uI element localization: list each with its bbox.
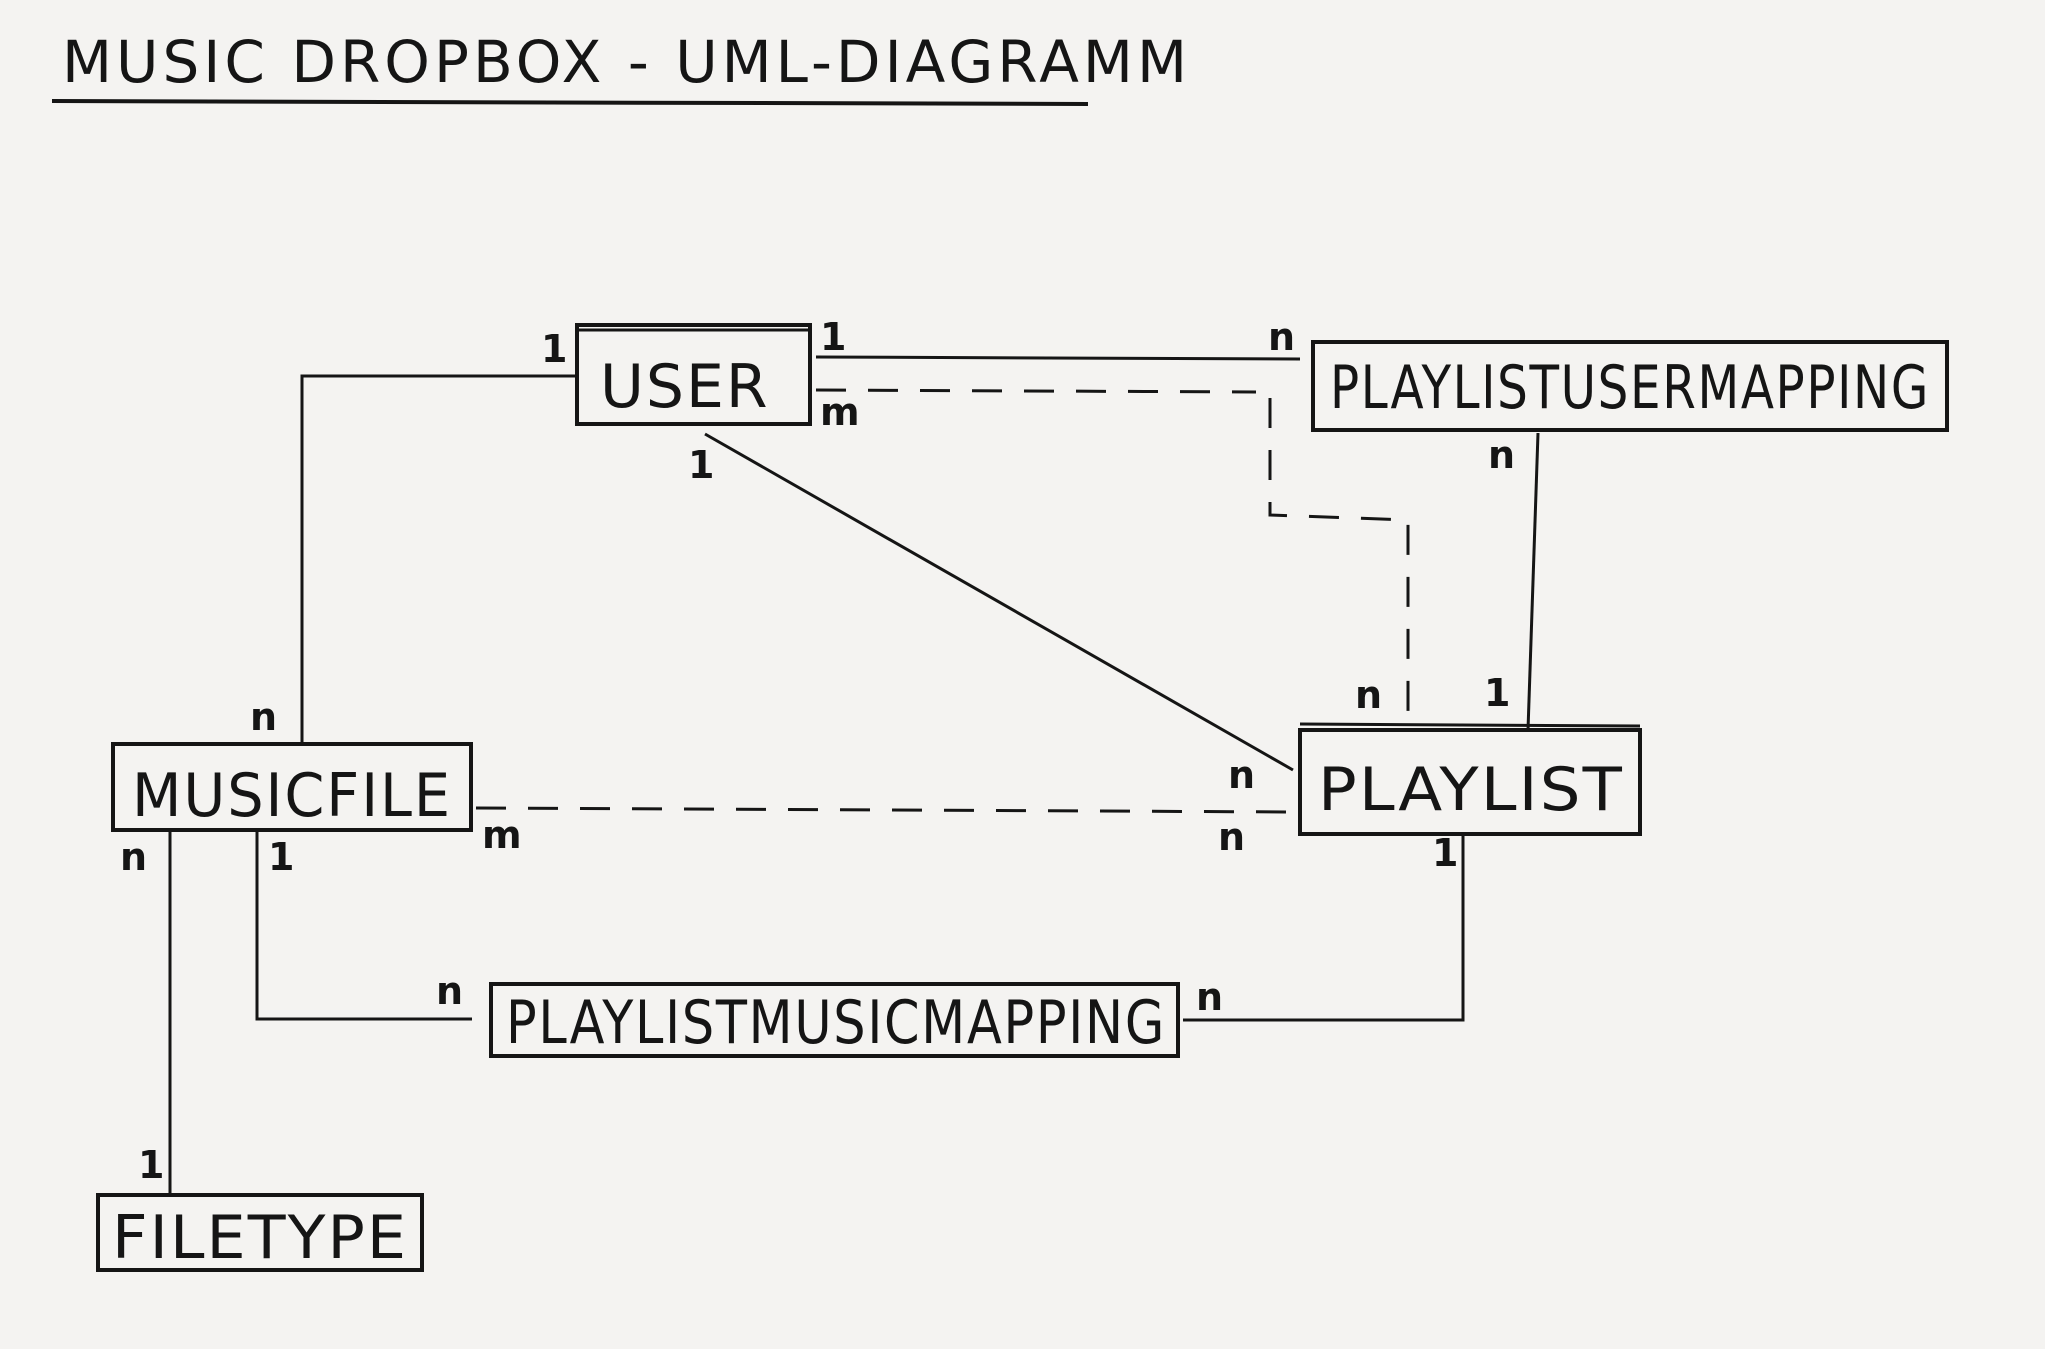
entity-user-box [575, 323, 812, 426]
mult-user-playlistusermapping-from: 1 [820, 315, 848, 359]
entity-user[interactable]: USER [575, 323, 812, 426]
mult-user-playlist-dashed-to: n [1355, 673, 1384, 717]
edge-musicfile-playlistmusicmapping [255, 832, 472, 1021]
mult-user-playlist-to: n [1228, 753, 1257, 797]
edge-playlist-playlistmusicmapping [1183, 834, 1465, 1022]
mult-playlistusermapping-playlist-from: n [1488, 433, 1517, 477]
entity-user-label: USER [600, 352, 770, 422]
entity-playlistmusicmapping-box [489, 982, 1180, 1058]
edge-user-playlistusermapping [815, 355, 1301, 361]
mult-musicfile-playlistmusicmapping-to: n [436, 969, 465, 1013]
entity-playlistmusicmapping[interactable]: PLAYLISTMUSICMAPPING [489, 982, 1180, 1058]
entity-playlist-box [1298, 728, 1642, 836]
mult-musicfile-playlist-to: n [1218, 815, 1247, 859]
edge-user-playlist-dashed-b [1268, 398, 1410, 730]
edge-user-musicfile [300, 374, 577, 744]
edge-musicfile-playlist-dashed [475, 806, 1298, 814]
mult-playlistusermapping-playlist-to: 1 [1484, 671, 1512, 715]
mult-user-playlist-from: 1 [688, 443, 716, 487]
mult-playlist-playlistmusicmapping-from: 1 [1432, 831, 1460, 875]
entity-playlistusermapping[interactable]: PLAYLISTUSERMAPPING [1311, 340, 1949, 432]
entity-filetype-label: FILETYPE [112, 1203, 408, 1273]
entity-playlist-label: PLAYLIST [1318, 755, 1624, 825]
entity-musicfile[interactable]: MUSICFILE [111, 742, 473, 832]
edge-user-playlist-dashed-a [815, 388, 1257, 394]
mult-musicfile-playlistmusicmapping-from: 1 [268, 835, 296, 879]
title-underline [51, 99, 1089, 106]
mult-user-playlist-dashed-from: m [820, 390, 862, 434]
entity-playlistusermapping-box [1311, 340, 1949, 432]
mult-musicfile-playlist-from: m [482, 813, 524, 857]
mult-playlist-playlistmusicmapping-to: n [1196, 975, 1225, 1019]
entity-musicfile-box [111, 742, 473, 832]
entity-filetype[interactable]: FILETYPE [96, 1193, 424, 1273]
edge-user-playlist [704, 432, 1294, 772]
mult-user-playlistusermapping-to: n [1268, 315, 1297, 359]
mult-musicfile-filetype-to: 1 [138, 1143, 166, 1187]
entity-musicfile-label: MUSICFILE [132, 761, 452, 831]
diagram-title: MUSIC DROPBOX - UML-DIAGRAMM [62, 28, 1191, 96]
entity-filetype-box [96, 1193, 424, 1272]
entity-playlist[interactable]: PLAYLIST [1298, 722, 1642, 836]
edge-playlistusermapping-playlist [1526, 432, 1540, 731]
mult-musicfile-filetype-from: n [120, 835, 149, 879]
mult-user-musicfile-to: n [250, 695, 279, 739]
mult-user-musicfile-from: 1 [541, 327, 569, 371]
entity-playlistmusicmapping-label: PLAYLISTMUSICMAPPING [506, 988, 1166, 1058]
entity-playlistusermapping-label: PLAYLISTUSERMAPPING [1330, 353, 1930, 423]
